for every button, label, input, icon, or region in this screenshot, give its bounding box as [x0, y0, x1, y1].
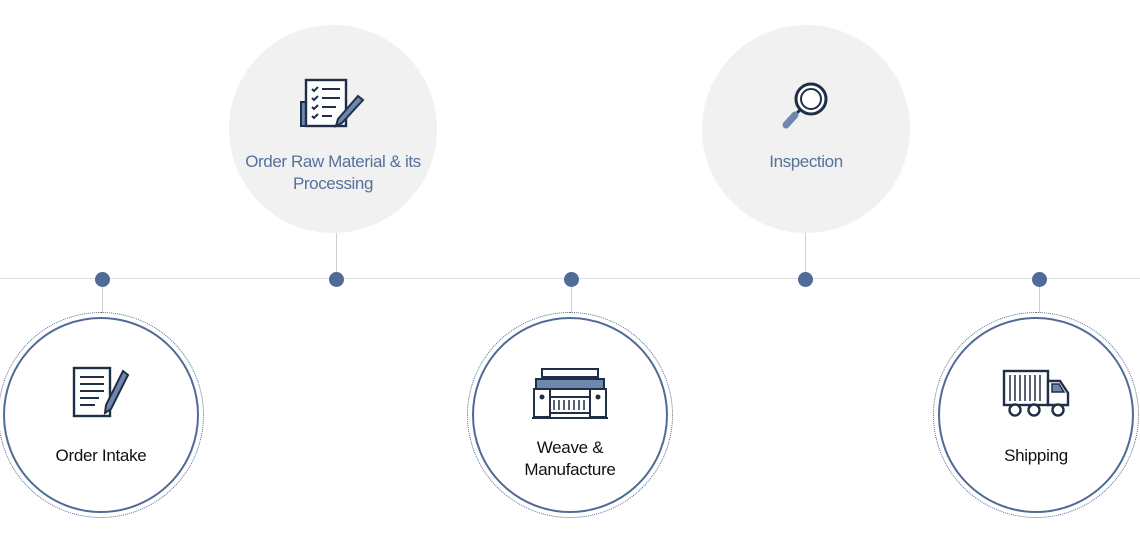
stem-inspection [804, 233, 806, 273]
timeline-dot-raw-material [328, 272, 344, 287]
stem-shipping [1038, 285, 1040, 313]
step-raw-material: Order Raw Material & its Processing [229, 25, 437, 233]
timeline-dot-inspection [797, 272, 813, 287]
step-label: Order Raw Material & its Processing [245, 152, 421, 193]
timeline-dot-order-intake [94, 272, 110, 287]
step-label: Weave & Manufacture [524, 438, 616, 479]
stem-order-intake [101, 285, 103, 313]
magnifier-icon [782, 77, 830, 135]
stem-raw-material [335, 233, 337, 273]
step-label: Order Intake [55, 446, 147, 465]
timeline-dot-shipping [1031, 272, 1047, 287]
document-pencil-icon [71, 365, 131, 421]
checklist-pen-icon [300, 77, 366, 135]
timeline-dot-weave [563, 272, 579, 287]
step-label: Shipping [1004, 446, 1068, 465]
step-weave-manufacture: Weave & Manufacture [467, 312, 673, 518]
step-label: Inspection [769, 152, 843, 171]
step-shipping: Shipping [933, 312, 1139, 518]
step-inspection: Inspection [702, 25, 910, 233]
loom-machine-icon [532, 365, 608, 421]
step-order-intake: Order Intake [0, 312, 204, 518]
stem-weave [570, 285, 572, 313]
truck-icon [1002, 365, 1070, 421]
